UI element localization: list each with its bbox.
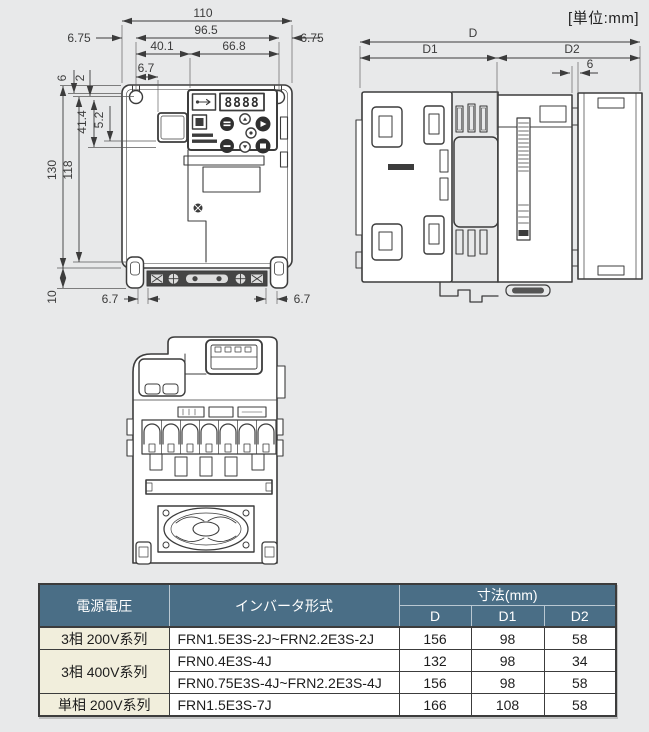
reset-button [220, 139, 234, 153]
dimension-labels: 110 96.5 6.75 6.75 40.1 66.8 6.7 6 2 41.… [45, 6, 594, 306]
vent-slots-bottom [455, 229, 488, 257]
side-view-drawing [355, 91, 643, 303]
voltage-cell: 3相 400V系列 [38, 649, 170, 694]
header-d: D [398, 605, 472, 628]
d-cell: 132 [398, 649, 472, 672]
model-cell: FRN0.4E3S-4J [168, 649, 400, 672]
header-d1: D1 [470, 605, 545, 628]
d1-cell: 98 [470, 671, 545, 694]
header-d2: D2 [543, 605, 617, 628]
dim-mounting-width: 96.5 [194, 23, 218, 37]
dim-bottom-left: 6.7 [102, 292, 119, 306]
power-terminals [141, 419, 277, 455]
dim-bottom-right: 6.7 [294, 292, 311, 306]
model-cell: FRN1.5E3S-7J [168, 693, 400, 717]
dim-hole-offset: 6.7 [138, 61, 155, 75]
up-button [239, 113, 251, 125]
dim-margin-left: 6.75 [67, 31, 91, 45]
din-rail-hook [439, 281, 551, 303]
dim-mounting-height: 118 [61, 160, 75, 179]
model-cell: FRN0.75E3S-4J~FRN2.2E3S-4J [168, 671, 400, 694]
d2-cell: 58 [543, 671, 617, 694]
header-dimensions: 寸法(mm) [398, 583, 617, 606]
d-cell: 156 [398, 626, 472, 650]
unit-note: [単位:mm] [568, 10, 639, 27]
table-row: 単相 200V系列 FRN1.5E3S-7J 166 108 58 [38, 693, 617, 717]
run-button [255, 116, 271, 132]
dimension-table: 電源電圧 インバータ形式 寸法(mm) D D1 D2 3相 200V系列 FR… [38, 583, 617, 717]
vent-slots-top [455, 103, 488, 133]
dim-panel-height: 41.4 [75, 110, 89, 134]
voltage-cell: 単相 200V系列 [38, 693, 170, 717]
table-header-row: 電源電圧 インバータ形式 寸法(mm) [38, 583, 617, 628]
dim-top-edge-gap: 6 [55, 74, 69, 81]
d2-cell: 34 [543, 649, 617, 672]
foot-left [125, 256, 145, 289]
down-button [239, 141, 251, 153]
foot-right [269, 256, 289, 289]
d1-cell: 98 [470, 626, 545, 650]
cover-screw [193, 203, 203, 213]
dim-foot-height: 10 [45, 290, 59, 304]
d1-cell: 108 [470, 693, 545, 717]
technical-drawings: 8888 [45, 6, 643, 565]
terminal-strip [146, 270, 268, 287]
seven-segment-display: 8888 [219, 92, 265, 112]
header-voltage: 電源電圧 [38, 583, 170, 628]
dim-depth-total: D [469, 26, 478, 40]
dim-keypad-width: 66.8 [222, 39, 246, 53]
dim-depth-rear: D2 [564, 42, 580, 56]
model-cell: FRN1.5E3S-2J~FRN2.2E3S-2J [168, 626, 400, 650]
svg-text:8888: 8888 [224, 96, 259, 111]
bottom-view-drawing [126, 336, 286, 565]
d2-cell: 58 [543, 693, 617, 717]
nameplate [202, 166, 261, 193]
mounting-hole-left [128, 85, 144, 105]
d-cell: 166 [398, 693, 472, 717]
dim-margin-right: 6.75 [300, 31, 324, 45]
keypad-panel: 8888 [187, 89, 278, 154]
front-view-drawing: 8888 [121, 84, 293, 289]
dim-top-hole-gap: 2 [73, 74, 87, 81]
table-row: 3相 200V系列 FRN1.5E3S-2J~FRN2.2E3S-2J 156 … [38, 626, 617, 650]
table-subheader-row: D D1 D2 [39, 605, 617, 628]
voltage-cell: 3相 200V系列 [38, 626, 170, 650]
prg-button [220, 117, 234, 131]
table-row: FRN0.75E3S-4J~FRN2.2E3S-4J 156 98 58 [39, 671, 617, 694]
usb-icon [195, 98, 211, 106]
d2-cell: 58 [543, 626, 617, 650]
table-row: 3相 400V系列 FRN0.4E3S-4J 132 98 34 [38, 649, 617, 694]
status-lamp [191, 114, 208, 130]
d-cell: 156 [398, 671, 472, 694]
func-data-button [245, 127, 257, 139]
dim-total-width: 110 [193, 6, 212, 20]
dim-keypad-offset: 40.1 [150, 39, 174, 53]
d1-cell: 98 [470, 649, 545, 672]
cooling-fan [157, 505, 255, 553]
dimension-lines [59, 17, 640, 303]
dim-total-height: 130 [45, 160, 59, 180]
stop-button [255, 138, 271, 154]
dim-panel-inset: 5.2 [92, 111, 106, 128]
header-model: インバータ形式 [168, 583, 400, 628]
rating-label [516, 117, 531, 241]
front-opening [157, 112, 188, 143]
dim-plate-thickness: 6 [587, 57, 594, 71]
option-connector [205, 339, 263, 375]
dim-depth-front: D1 [422, 42, 438, 56]
